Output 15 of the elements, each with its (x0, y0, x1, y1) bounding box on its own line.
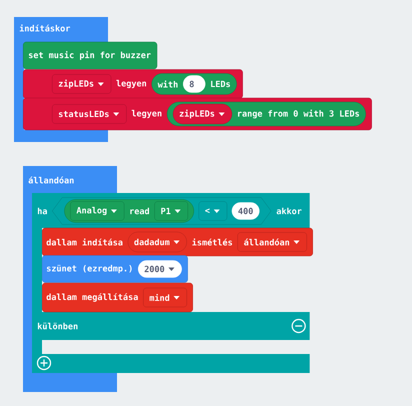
dropdown: P1 (154, 201, 188, 221)
statement-block: set music pin for buzzer (23, 42, 158, 70)
dropdown: zipLEDs (52, 74, 112, 94)
event-block: indításkor (14, 17, 108, 43)
dropdown: mind (143, 288, 187, 308)
dropdown: dadadum (128, 232, 187, 252)
number-field: 8 (183, 75, 206, 93)
dropdown: zipLEDs (172, 104, 232, 124)
dropdown: statusLEDs (52, 104, 127, 124)
dropdown: < (198, 201, 228, 221)
dropdown: állandóan (238, 232, 307, 252)
loop-block: állandóan (23, 166, 117, 194)
number-field: 400 (232, 202, 260, 220)
number-field: 2000 (138, 260, 182, 278)
dropdown: Analog (70, 201, 124, 221)
